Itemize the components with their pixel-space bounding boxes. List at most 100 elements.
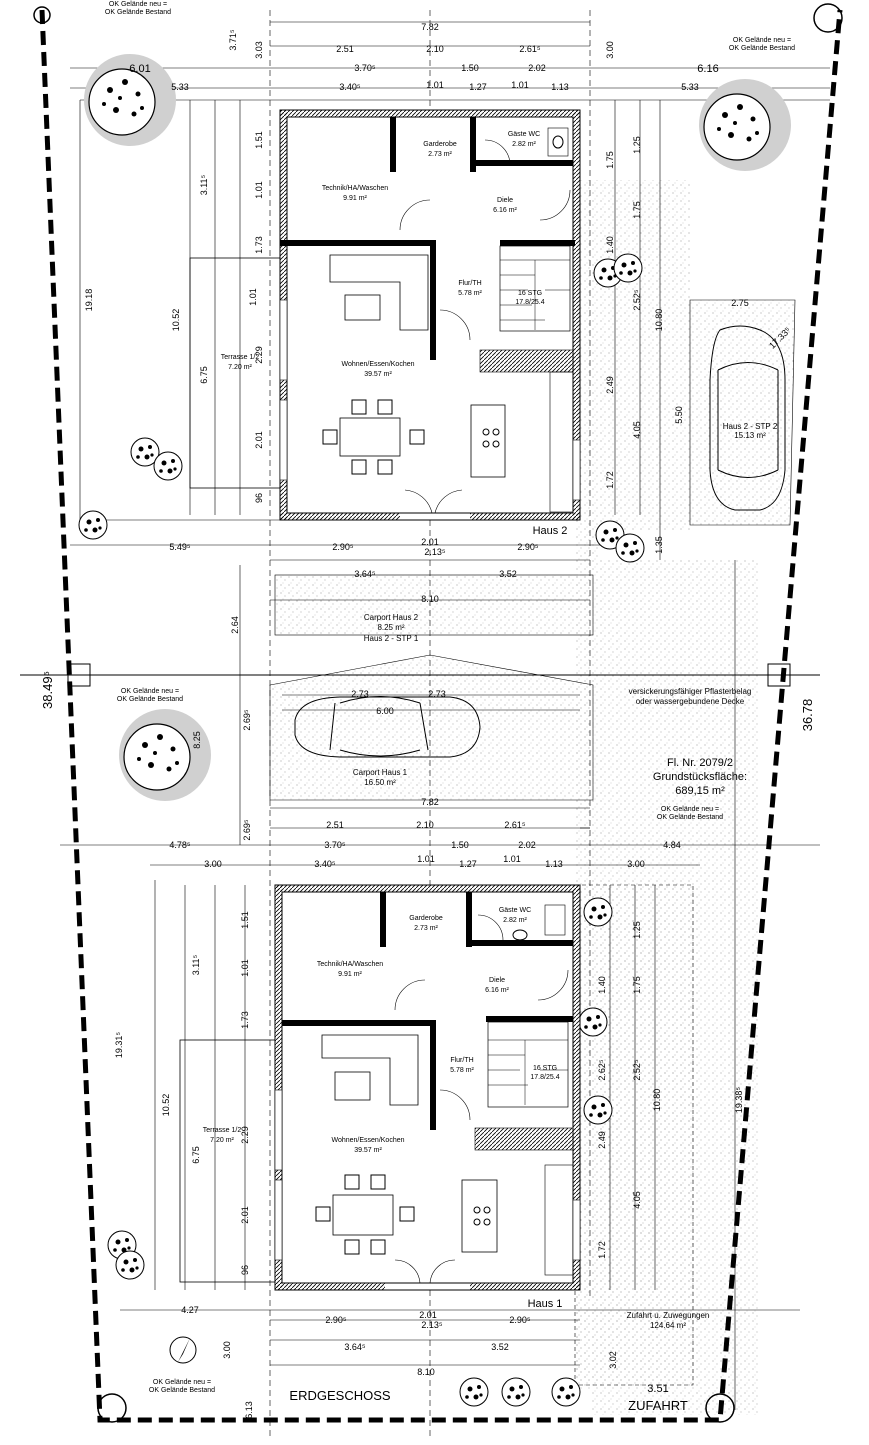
svg-text:1.75: 1.75 [632,201,642,219]
svg-text:1.13: 1.13 [545,859,563,869]
svg-text:1.72: 1.72 [597,1241,607,1259]
room-name: Diele [489,977,505,984]
room-name: Garderobe [409,915,443,922]
svg-text:10.80: 10.80 [652,1089,662,1112]
svg-text:1.01: 1.01 [511,80,529,90]
setback-lines [60,10,830,1440]
svg-text:2.51: 2.51 [336,44,354,54]
svg-text:5.49⁵: 5.49⁵ [169,542,191,552]
parcel-number: Fl. Nr. 2079/2 [667,757,733,769]
room-area: 6.16 m² [485,987,509,994]
svg-text:4.84: 4.84 [663,840,681,850]
svg-text:3.00: 3.00 [627,859,645,869]
svg-text:2.01: 2.01 [254,431,264,449]
dim-bottom: 3.51 [647,1383,668,1395]
room-area: 2.82 m² [512,141,536,148]
room-area: 6.16 m² [493,207,517,214]
svg-text:1.35: 1.35 [654,536,664,554]
room-name: Flur/TH [450,1057,473,1064]
svg-text:OK Gelände neu =: OK Gelände neu = [733,37,791,44]
floor-label: ERDGESCHOSS [289,1388,390,1403]
carport-name: Carport Haus 1 [353,768,408,777]
room-area: 2.73 m² [428,151,452,158]
room-name: Technik/HA/Waschen [317,961,383,968]
svg-text:2.10: 2.10 [416,820,434,830]
stair-steps: 16 STG [533,1065,557,1072]
house-label: Haus 1 [528,1298,563,1310]
svg-text:1.75: 1.75 [632,976,642,994]
svg-text:2.90⁵: 2.90⁵ [325,1315,347,1325]
dim-right: 36.78 [800,699,815,732]
stp-name: Haus 2 - STP 2 [723,422,778,431]
room-name: Gäste WC [499,907,531,914]
stair-ratio: 17.8/25.4 [530,1074,559,1081]
svg-text:19.18: 19.18 [84,289,94,312]
carport-area: 16.50 m² [364,778,396,787]
svg-text:1.01: 1.01 [503,854,521,864]
svg-text:2.62⁵: 2.62⁵ [597,1059,607,1081]
room-labels-haus1: Garderobe 2.73 m² Gäste WC 2.82 m² Techn… [203,907,560,1154]
svg-text:2.10: 2.10 [426,44,444,54]
carport-labels: Carport Haus 2 8.25 m² Haus 2 - STP 1 Ca… [353,422,778,787]
svg-text:19.31⁵: 19.31⁵ [114,1032,124,1059]
svg-text:2.69⁵: 2.69⁵ [242,819,252,841]
svg-text:5.33: 5.33 [171,82,189,92]
room-area: 39.57 m² [364,371,392,378]
svg-text:3.40⁵: 3.40⁵ [314,859,336,869]
svg-text:3.03: 3.03 [254,41,264,59]
svg-text:2.52⁵: 2.52⁵ [632,1059,642,1081]
stair-steps: 16 STG [518,290,542,297]
house-label: Haus 2 [533,525,568,537]
svg-text:1.01: 1.01 [254,181,264,199]
svg-text:2.49: 2.49 [605,376,615,394]
parcel-label: Grundstücksfläche: [653,771,747,783]
dimension-texts-vertical: 19.18 10.52 6.75 3.11⁵ 3.71⁵ 3.03 1.51 1… [84,29,793,1419]
room-area: 7.20 m² [210,1137,234,1144]
svg-text:3.52: 3.52 [491,1342,509,1352]
svg-text:10.80: 10.80 [654,309,664,332]
svg-text:8.25: 8.25 [192,731,202,749]
svg-text:6.13: 6.13 [244,1401,254,1419]
svg-text:oder wassergebundene Decke: oder wassergebundene Decke [636,697,745,706]
car-stp2 [709,325,786,511]
svg-text:10.52: 10.52 [171,309,181,332]
svg-text:2.90⁵: 2.90⁵ [517,542,539,552]
svg-text:1.27: 1.27 [459,859,477,869]
dim-left: 38.49⁵ [40,671,55,709]
room-name: Gäste WC [508,131,540,138]
svg-text:2.51: 2.51 [326,820,344,830]
svg-text:6.75: 6.75 [199,366,209,384]
svg-text:2.75: 2.75 [731,298,749,308]
room-name: Terrasse 1/2 [203,1127,242,1134]
svg-text:1.01: 1.01 [417,854,435,864]
svg-text:3.70⁵: 3.70⁵ [324,840,346,850]
room-area: 5.78 m² [450,1067,474,1074]
svg-text:1.51: 1.51 [254,131,264,149]
svg-text:1.01: 1.01 [240,959,250,977]
paving-note: versickerungsfähiger Pflasterbelag oder … [629,687,752,706]
svg-text:1.73: 1.73 [254,236,264,254]
ground-level-notes: OK Gelände neu = OK Gelände Bestand OK G… [105,1,795,1394]
svg-text:1.13: 1.13 [551,82,569,92]
svg-text:4.05: 4.05 [632,421,642,439]
svg-text:2.73: 2.73 [351,689,369,699]
svg-text:2.01: 2.01 [419,1310,437,1320]
svg-text:OK Gelände Bestand: OK Gelände Bestand [117,696,183,703]
svg-text:1.50: 1.50 [451,840,469,850]
carport-name: Carport Haus 2 [364,613,419,622]
svg-text:3.11⁵: 3.11⁵ [199,174,209,195]
paved-areas [269,180,796,1415]
plot-dimensions: 38.49⁵ 36.78 6.01 6.16 3.51 [40,63,815,1395]
svg-text:1.01: 1.01 [426,80,444,90]
room-labels-haus2: Garderobe 2.73 m² Gäste WC 2.82 m² Techn… [221,131,545,378]
svg-text:96: 96 [240,1265,250,1275]
svg-text:1.25: 1.25 [632,136,642,154]
svg-text:7.82: 7.82 [421,797,439,807]
access-label: ZUFAHRT [628,1398,688,1413]
svg-text:3.64⁵: 3.64⁵ [354,569,376,579]
room-area: 39.57 m² [354,1147,382,1154]
svg-text:2.29: 2.29 [240,1126,250,1144]
svg-text:OK Gelände Bestand: OK Gelände Bestand [729,45,795,52]
svg-text:5.33: 5.33 [681,82,699,92]
svg-text:8.10: 8.10 [421,594,439,604]
